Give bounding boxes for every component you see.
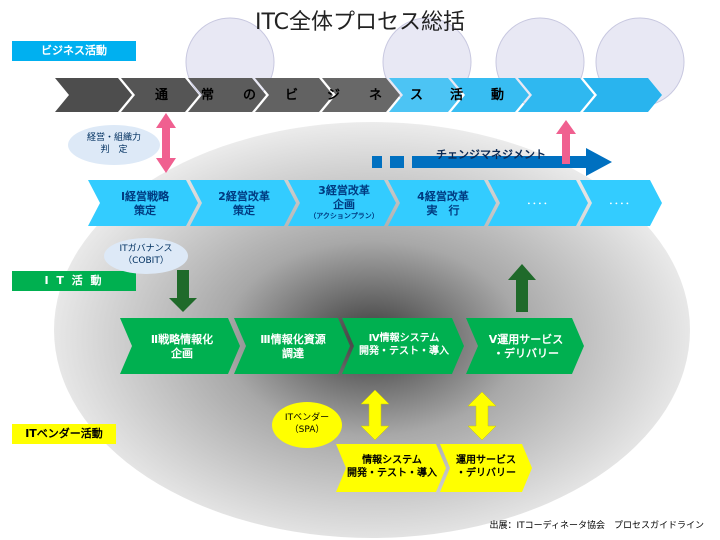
step-title: 3経営改革 xyxy=(318,184,370,197)
management-chevrons xyxy=(88,180,662,226)
keiei-judgement-bubble: 経営・組織力判 定 xyxy=(68,125,160,165)
lane-it-label: I T 活 動 xyxy=(12,271,136,291)
pink-arrow-right xyxy=(556,120,576,164)
banner-char: ジ xyxy=(327,88,341,103)
change-management-arrow xyxy=(372,148,612,176)
it-down-arrow xyxy=(169,270,197,312)
step-sub: 実 行 xyxy=(426,203,460,217)
banner-char: ネ xyxy=(369,88,383,103)
change-management-label: チェンジマネジメント xyxy=(436,148,546,161)
it-step-1: Ⅱ戦略情報化企画 xyxy=(132,333,232,361)
page-title: ITC全体プロセス総括 xyxy=(255,10,465,35)
banner-char: 常 xyxy=(201,88,215,103)
it-vendor-bubble: ITベンダー（SPA） xyxy=(272,402,342,448)
vendor-arrow-right xyxy=(467,391,497,441)
mgmt-step-1: Ⅰ経営戦略策定 xyxy=(100,190,190,218)
step-sub: 企画 xyxy=(333,197,355,211)
step-sub: 企画 xyxy=(171,346,193,360)
vendor-arrow-left xyxy=(360,389,390,441)
banner-char: 動 xyxy=(491,88,505,103)
step-title: 情報システム xyxy=(362,455,422,466)
step-sub: 策定 xyxy=(233,203,255,217)
step-title: Ⅳ情報システム xyxy=(368,333,440,344)
step-title: 運用サービス xyxy=(456,455,516,466)
mgmt-step-5: ．．．． xyxy=(500,194,580,208)
step-title: Ⅱ戦略情報化 xyxy=(150,333,214,346)
it-step-3: Ⅳ情報システム開発・テスト・導入 xyxy=(352,333,456,358)
bubble-line: ITベンダー xyxy=(284,413,330,424)
step-sub: ・デリバリー xyxy=(456,467,516,479)
step-sub: 策定 xyxy=(134,203,156,217)
bubble-line: 経営・組織力 xyxy=(86,133,141,144)
banner-char: の xyxy=(243,88,257,103)
step-title: Ⅴ運用サービス xyxy=(488,333,564,346)
step-title: 4経営改革 xyxy=(417,190,469,203)
step-title: Ⅰ経営戦略 xyxy=(120,190,170,203)
vendor-step-2: 運用サービス・デリバリー xyxy=(446,455,526,480)
banner-char: 活 xyxy=(450,88,464,103)
it-up-arrow xyxy=(508,264,536,312)
step-sub: 調達 xyxy=(282,346,304,360)
lane-business-label: ビジネス活動 xyxy=(12,41,136,61)
step-title: 2経営改革 xyxy=(218,190,270,203)
vendor-chevrons xyxy=(336,444,532,492)
business-banner xyxy=(55,78,662,112)
lane-vendor-label: ITベンダー活動 xyxy=(12,424,116,444)
step-note: （アクションプラン） xyxy=(309,211,379,220)
step-sub: 開発・テスト・導入 xyxy=(359,345,449,357)
vendor-step-1: 情報システム開発・テスト・導入 xyxy=(344,455,440,480)
pink-arrow-left xyxy=(156,113,176,173)
bubble-line: ITガバナンス xyxy=(119,244,173,255)
it-step-4: Ⅴ運用サービス・デリバリー xyxy=(476,333,576,361)
it-step-2: Ⅲ情報化資源調達 xyxy=(244,333,342,361)
it-chevrons xyxy=(120,318,584,374)
banner-char: 通 xyxy=(155,88,169,103)
step-sub: 開発・テスト・導入 xyxy=(347,467,437,479)
step-title: ．．．． xyxy=(526,194,554,207)
mgmt-step-2: 2経営改革策定 xyxy=(200,190,288,218)
banner-char: ス xyxy=(410,88,424,103)
step-title: ．．．． xyxy=(608,194,636,207)
source-credit: 出展：ITコーディネータ協会 プロセスガイドライン xyxy=(489,521,704,531)
bubble-line: （SPA） xyxy=(289,425,325,435)
mgmt-step-6: ．．．． xyxy=(590,194,654,208)
mgmt-step-3: 3経営改革企画（アクションプラン） xyxy=(296,184,392,220)
mgmt-step-4: 4経営改革実 行 xyxy=(398,190,488,218)
bubble-line: 判 定 xyxy=(100,145,128,155)
step-sub: ・デリバリー xyxy=(493,346,559,360)
banner-char: ビ xyxy=(285,88,299,103)
step-title: Ⅲ情報化資源 xyxy=(260,333,326,346)
bubble-line: （COBIT） xyxy=(123,256,169,266)
it-governance-bubble: ITガバナンス（COBIT） xyxy=(104,238,188,274)
